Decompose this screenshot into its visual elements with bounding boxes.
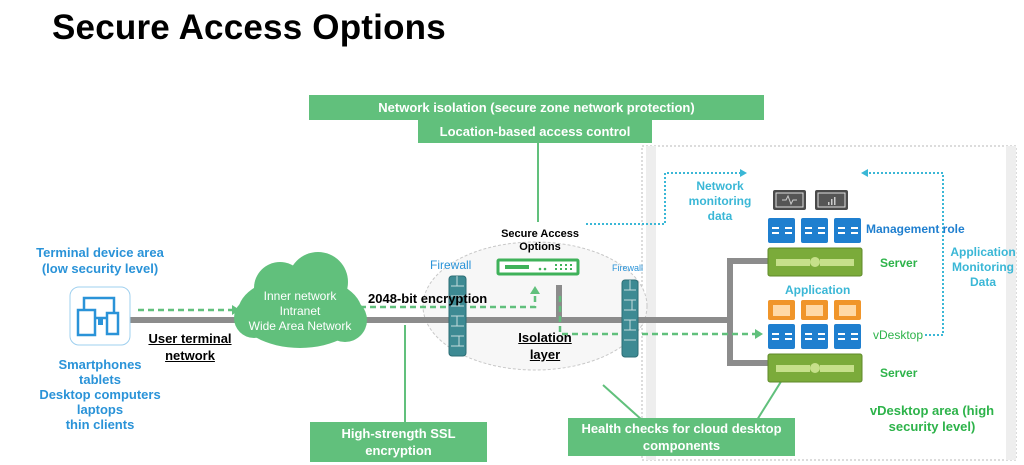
isolation-layer-label: Isolation layer [505, 329, 585, 363]
terminal-area-heading-line1: Terminal device area [36, 245, 164, 260]
network-cloud-shape [234, 252, 367, 348]
health-checks-line2: components [642, 438, 721, 453]
device-item: Desktop computers [39, 387, 161, 402]
location-access-callout: Location-based access control [418, 120, 652, 143]
network-monitoring-line: data [707, 209, 733, 223]
ssl-encryption-line1: High-strength SSL [341, 426, 456, 441]
vdesktop-label: vDesktop [873, 328, 924, 342]
location-access-text: Location-based access control [439, 124, 631, 139]
health-checks-line1: Health checks for cloud desktop [581, 421, 782, 436]
server-bottom-icon [767, 353, 863, 383]
device-item: laptops [76, 402, 124, 417]
device-item: tablets [79, 372, 121, 387]
management-role-label: Management role [866, 222, 965, 236]
server-top-label: Server [880, 256, 918, 270]
application-monitoring-flow [868, 172, 944, 336]
network-isolation-text: Network isolation (secure zone network p… [378, 100, 695, 115]
encryption-label: 2048-bit encryption [368, 291, 488, 306]
device-item: thin clients [65, 417, 135, 432]
ssl-encryption-line2: encryption [365, 443, 432, 458]
server-branch-bottom [727, 360, 771, 366]
secure-access-line1: Secure Access [501, 228, 579, 240]
network-backbone-line [130, 317, 730, 323]
encryption-flow-arrow [360, 293, 537, 309]
health-callout-connector-left [602, 384, 643, 421]
application-rack-icons [768, 300, 861, 320]
vdesktop-flow-arrow [558, 296, 755, 336]
encryption-flow-arrowhead [530, 286, 540, 294]
firewall-left-icon [448, 275, 467, 357]
application-monitoring-line: Application [950, 245, 1016, 259]
health-callout-connector-right [756, 379, 783, 421]
application-monitoring-line: Monitoring [952, 260, 1014, 274]
isolation-line1: Isolation [518, 330, 572, 345]
cloud-line: Intranet [279, 304, 321, 318]
server-branch-vertical [727, 258, 733, 366]
management-rack-icons [768, 218, 861, 243]
network-monitoring-flow [586, 172, 740, 225]
network-monitoring-label: Network monitoring data [680, 179, 760, 224]
user-terminal-network-label: User terminal network [140, 330, 240, 364]
application-monitoring-line: Data [969, 275, 996, 289]
secure-access-appliance-icon [496, 258, 580, 276]
vdesktop-panel-left-edge [646, 146, 656, 460]
cloud-line: Wide Area Network [248, 319, 352, 333]
network-monitoring-line: Network [696, 179, 744, 193]
devices-icon [69, 286, 131, 346]
secure-access-line2: Options [519, 241, 561, 253]
application-monitoring-arrowhead [861, 169, 868, 177]
isolation-line2: layer [529, 347, 561, 362]
user-terminal-network-line1: User terminal [148, 331, 232, 346]
terminal-device-list: Smartphones tablets Desktop computers la… [20, 357, 180, 432]
page-title: Secure Access Options [52, 8, 446, 47]
monitor-chart-icon [815, 190, 848, 210]
vdesktop-panel-right-edge [1006, 146, 1016, 460]
server-bottom-label: Server [880, 366, 918, 380]
monitor-network-icon [773, 190, 806, 210]
user-terminal-network-line2: network [165, 348, 215, 363]
application-monitoring-label: Application Monitoring Data [948, 245, 1018, 290]
network-monitoring-line: monitoring [688, 194, 752, 208]
secure-access-drop-line [556, 285, 562, 320]
network-monitoring-arrowhead [740, 169, 747, 177]
device-item: Smartphones [58, 357, 142, 372]
vdesktop-area-label: vDesktop area (high security level) [862, 403, 1002, 435]
vdesktop-area-line2: security level) [888, 419, 976, 434]
terminal-area-heading-line2: (low security level) [41, 261, 159, 276]
vdesktop-area-line1: vDesktop area (high [869, 403, 995, 418]
cloud-label: Inner network Intranet Wide Area Network [232, 289, 368, 334]
server-branch-top [727, 258, 771, 264]
terminal-area-heading: Terminal device area (low security level… [20, 245, 180, 277]
secure-access-options-label: Secure Access Options [495, 228, 585, 254]
server-top-icon [767, 247, 863, 277]
network-isolation-callout: Network isolation (secure zone network p… [309, 95, 764, 120]
vdesktop-flow-arrowhead [755, 329, 763, 339]
ssl-encryption-callout: High-strength SSL encryption [310, 422, 487, 462]
firewall-right-label: Firewall [612, 263, 644, 273]
health-checks-callout: Health checks for cloud desktop componen… [568, 418, 795, 456]
firewall-right-icon [621, 279, 639, 358]
firewall-left-label: Firewall [430, 258, 472, 272]
application-label: Application [785, 283, 851, 297]
vdesktop-rack-icons [768, 324, 861, 349]
cloud-line: Inner network [263, 289, 337, 303]
